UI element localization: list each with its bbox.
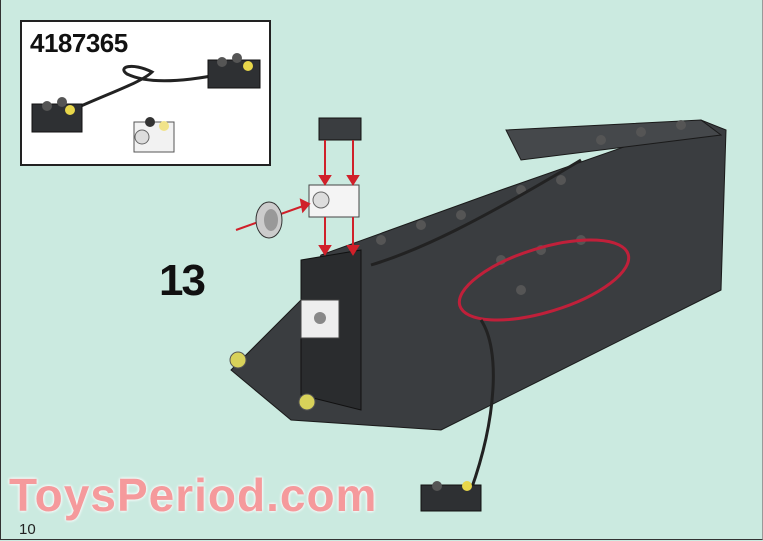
step-number: 13 — [159, 256, 206, 305]
page-number: 10 — [19, 521, 36, 538]
watermark: ToysPeriod.com — [9, 469, 378, 521]
light-brick-icon — [308, 184, 360, 218]
parts-callout: 4187365 — [20, 20, 271, 166]
plate-icon — [318, 117, 362, 141]
wire-connector-icon — [31, 53, 261, 153]
lamp-lens-icon — [255, 201, 283, 239]
part-number: 4187365 — [30, 28, 128, 58]
